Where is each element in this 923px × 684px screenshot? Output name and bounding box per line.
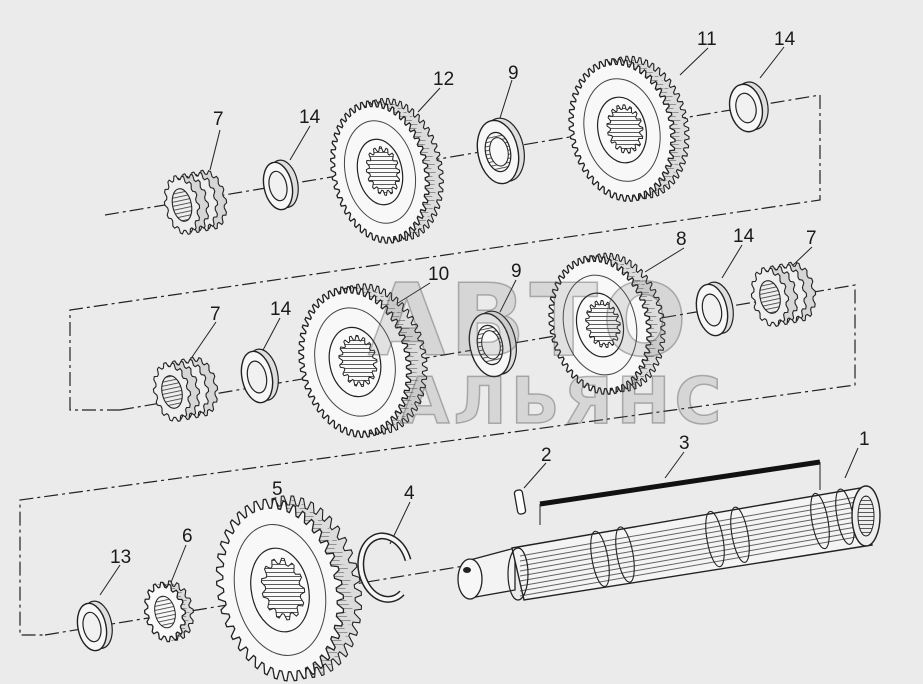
gear-5 (215, 495, 363, 682)
axis-line-top (69, 94, 821, 411)
axis-lines (19, 94, 856, 636)
hub-gear-7-mid-right (750, 261, 817, 327)
bearing-ring-14-mid-left (240, 348, 279, 404)
callout-14-top-left: 14 (299, 107, 321, 128)
gear-11 (568, 55, 690, 202)
callout-9-top: 9 (508, 63, 519, 84)
splined-ring-9-mid (468, 310, 517, 378)
callout-3: 3 (679, 433, 690, 454)
gear-12 (330, 97, 444, 244)
hub-gear-7-mid-left (152, 356, 219, 422)
callout-7-mid-left: 7 (210, 304, 221, 325)
callout-14-top-right: 14 (774, 29, 796, 50)
callout-11: 11 (697, 29, 717, 50)
callout-13: 13 (110, 547, 132, 568)
bearing-ring-14-top-left (262, 159, 299, 211)
callout-1: 1 (859, 429, 870, 450)
watermark-line-2: АЛЬЯНС (399, 364, 726, 440)
axis-line-middle (19, 284, 856, 636)
callout-14-mid-right: 14 (733, 226, 755, 247)
axis-line-bottom (44, 564, 471, 636)
callout-4: 4 (404, 483, 415, 504)
callout-2: 2 (541, 445, 552, 466)
bearing-ring-13 (76, 600, 113, 652)
callout-10: 10 (428, 264, 450, 285)
gear-10 (298, 283, 428, 438)
pin-2 (513, 489, 527, 515)
bearing-ring-14-mid-right (695, 281, 734, 337)
hub-gear-7-top (163, 169, 228, 235)
callout-14-mid-left: 14 (270, 299, 292, 320)
callout-6: 6 (182, 526, 193, 547)
callout-12: 12 (433, 69, 455, 90)
gears-layer (76, 55, 817, 682)
snap-ring-4 (357, 532, 412, 603)
main-shaft-1 (457, 485, 881, 601)
bearing-ring-14-top-right (728, 81, 769, 133)
callout-9-mid: 9 (511, 261, 522, 282)
key-strip-3 (539, 459, 821, 525)
callout-8: 8 (676, 229, 687, 250)
gear-8 (548, 252, 666, 395)
splined-ring-9-top (476, 117, 525, 185)
callout-5: 5 (272, 479, 283, 500)
watermark-line-1: АВТО (367, 261, 691, 380)
callout-7-mid-right: 7 (806, 228, 817, 249)
callout-7-top: 7 (213, 109, 224, 130)
